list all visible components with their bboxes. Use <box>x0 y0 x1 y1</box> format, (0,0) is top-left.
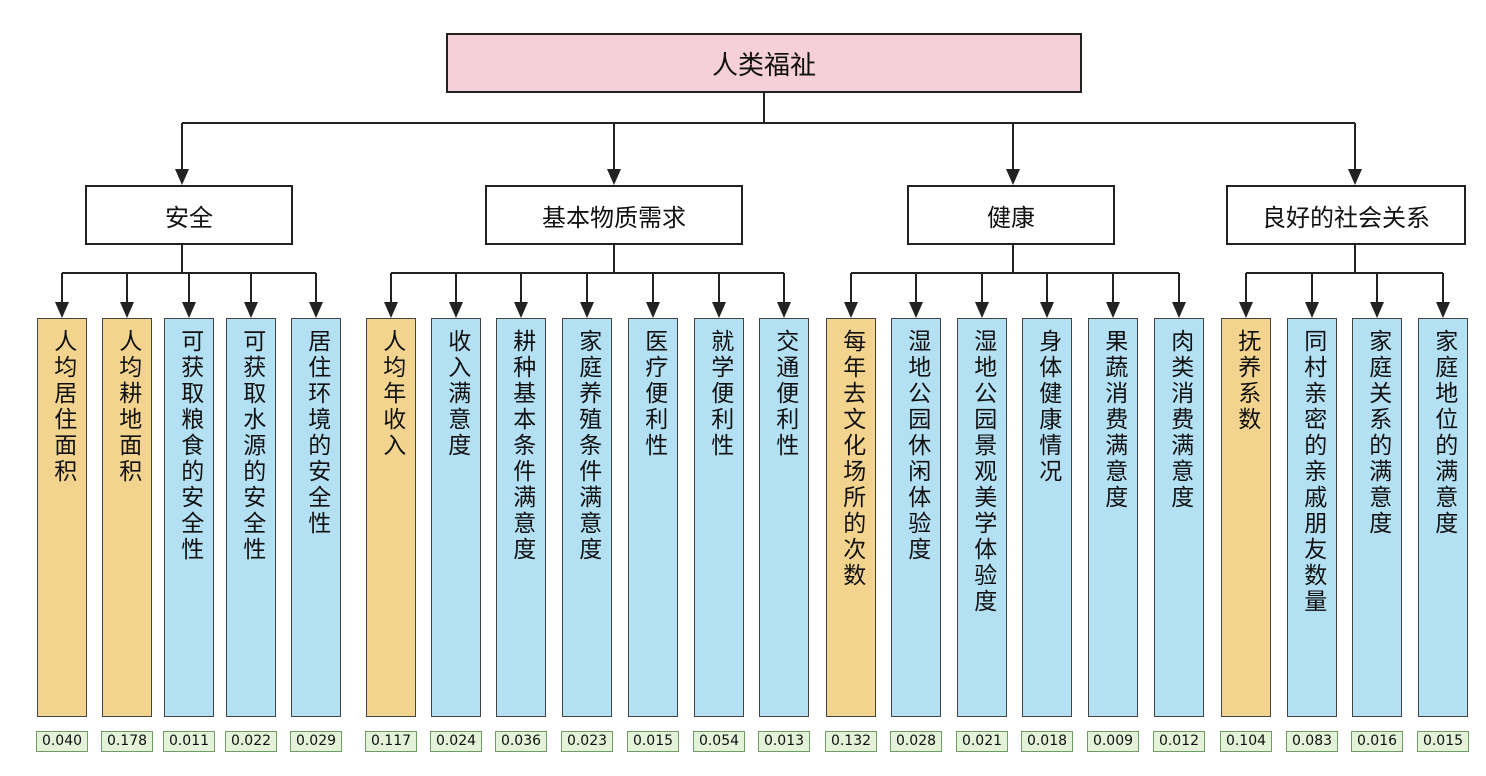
weight-label: 0.012 <box>1153 731 1205 752</box>
indicator-node: 湿地公园休闲体验度 <box>891 318 941 717</box>
indicator-arrow <box>646 302 660 318</box>
weight-label: 0.013 <box>758 731 810 752</box>
category-arrow <box>175 169 189 185</box>
indicator-node: 肉类消费满意度 <box>1154 318 1204 717</box>
indicator-node: 耕种基本条件满意度 <box>496 318 546 717</box>
weight-label: 0.104 <box>1220 731 1272 752</box>
indicator-arrow <box>909 302 923 318</box>
weight-label: 0.040 <box>36 731 88 752</box>
indicator-arrow <box>712 302 726 318</box>
indicator-arrow <box>975 302 989 318</box>
indicator-node: 人均年收入 <box>366 318 416 717</box>
indicator-arrow <box>309 302 323 318</box>
category-arrow <box>607 169 621 185</box>
weight-label: 0.021 <box>956 731 1008 752</box>
indicator-node: 人均居住面积 <box>37 318 87 717</box>
category-node: 安全 <box>85 185 293 245</box>
indicator-arrow <box>384 302 398 318</box>
root-node: 人类福祉 <box>446 33 1082 93</box>
indicator-arrow <box>1172 302 1186 318</box>
indicator-node: 可获取粮食的安全性 <box>164 318 214 717</box>
indicator-node: 身体健康情况 <box>1022 318 1072 717</box>
weight-label: 0.132 <box>825 731 877 752</box>
category-arrow <box>1006 169 1020 185</box>
indicator-node: 人均耕地面积 <box>102 318 152 717</box>
weight-label: 0.028 <box>890 731 942 752</box>
category-node: 基本物质需求 <box>485 185 743 245</box>
indicator-arrow <box>55 302 69 318</box>
indicator-arrow <box>120 302 134 318</box>
indicator-arrow <box>1436 302 1450 318</box>
category-node: 健康 <box>907 185 1115 245</box>
indicator-node: 居住环境的安全性 <box>291 318 341 717</box>
weight-label: 0.024 <box>430 731 482 752</box>
weight-label: 0.117 <box>365 731 417 752</box>
weight-label: 0.015 <box>627 731 679 752</box>
weight-label: 0.054 <box>693 731 745 752</box>
indicator-node: 就学便利性 <box>694 318 744 717</box>
indicator-arrow <box>580 302 594 318</box>
weight-label: 0.016 <box>1351 731 1403 752</box>
indicator-node: 可获取水源的安全性 <box>226 318 276 717</box>
weight-label: 0.036 <box>495 731 547 752</box>
category-node: 良好的社会关系 <box>1226 185 1466 245</box>
indicator-node: 家庭养殖条件满意度 <box>562 318 612 717</box>
indicator-arrow <box>1239 302 1253 318</box>
indicator-arrow <box>1305 302 1319 318</box>
indicator-arrow <box>182 302 196 318</box>
indicator-node: 湿地公园景观美学体验度 <box>957 318 1007 717</box>
indicator-node: 医疗便利性 <box>628 318 678 717</box>
indicator-node: 同村亲密的亲戚朋友数量 <box>1287 318 1337 717</box>
indicator-node: 果蔬消费满意度 <box>1088 318 1138 717</box>
weight-label: 0.022 <box>225 731 277 752</box>
indicator-node: 家庭地位的满意度 <box>1418 318 1468 717</box>
indicator-arrow <box>1370 302 1384 318</box>
indicator-arrow <box>844 302 858 318</box>
indicator-node: 每年去文化场所的次数 <box>826 318 876 717</box>
indicator-arrow <box>449 302 463 318</box>
weight-label: 0.023 <box>561 731 613 752</box>
weight-label: 0.178 <box>101 731 153 752</box>
indicator-arrow <box>777 302 791 318</box>
weight-label: 0.083 <box>1286 731 1338 752</box>
indicator-arrow <box>1040 302 1054 318</box>
indicator-arrow <box>244 302 258 318</box>
indicator-node: 交通便利性 <box>759 318 809 717</box>
weight-label: 0.029 <box>290 731 342 752</box>
weight-label: 0.015 <box>1417 731 1469 752</box>
indicator-node: 收入满意度 <box>431 318 481 717</box>
indicator-arrow <box>514 302 528 318</box>
indicator-node: 家庭关系的满意度 <box>1352 318 1402 717</box>
category-arrow <box>1348 169 1362 185</box>
weight-label: 0.011 <box>163 731 215 752</box>
weight-label: 0.009 <box>1087 731 1139 752</box>
indicator-node: 抚养系数 <box>1221 318 1271 717</box>
indicator-arrow <box>1106 302 1120 318</box>
weight-label: 0.018 <box>1021 731 1073 752</box>
